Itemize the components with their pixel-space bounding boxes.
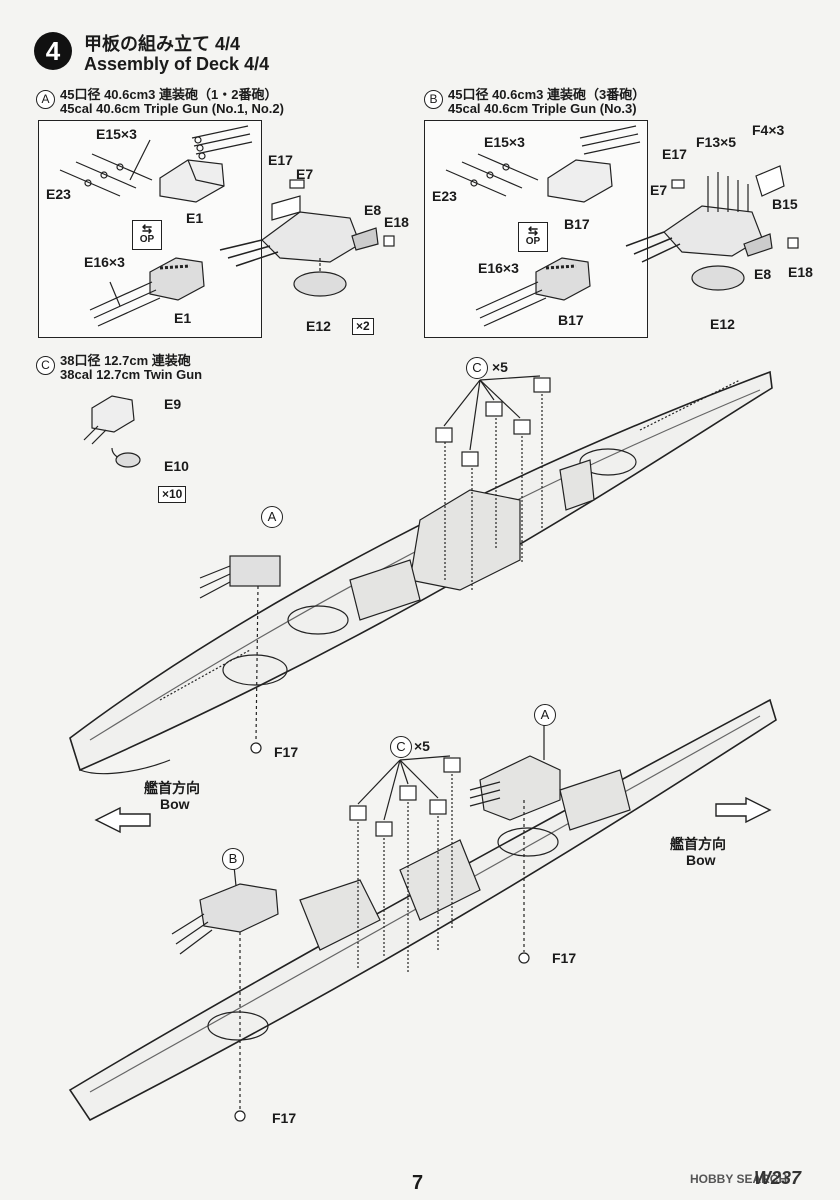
option-part-badge-a: ⇆OP xyxy=(132,220,162,250)
section-a-title-en: 45cal 40.6cm Triple Gun (No.1, No.2) xyxy=(60,101,284,116)
lower-callout-c-qty: ×5 xyxy=(414,738,430,754)
section-b-assembled-turret-drawing xyxy=(625,165,799,291)
swap-icon: ⇆ xyxy=(141,222,153,236)
upper-callout-a: A xyxy=(261,506,283,528)
section-c-twin-gun-drawing xyxy=(83,395,141,468)
label-b-b17-bottom: B17 xyxy=(558,312,584,328)
lower-bow-label-jp: 艦首方向 xyxy=(670,836,726,852)
step-title-en: Assembly of Deck 4/4 xyxy=(84,54,270,74)
label-a-e23: E23 xyxy=(46,186,71,202)
label-b-e17: E17 xyxy=(662,146,687,162)
label-b-e23: E23 xyxy=(432,188,457,204)
label-a-e1-top: E1 xyxy=(186,210,204,226)
upper-callout-c: C xyxy=(466,357,488,379)
qty-c: ×10 xyxy=(158,486,187,503)
section-b-turret-b17-top-drawing xyxy=(547,125,641,203)
section-b-turret-b17-bottom-drawing xyxy=(475,257,591,327)
lower-ship-hull-drawing xyxy=(68,698,777,1122)
section-a-turret-e1-top-drawing xyxy=(159,125,253,203)
label-a-e1-bottom: E1 xyxy=(174,310,192,326)
section-a-assembled-turret-drawing xyxy=(219,179,395,297)
section-a-title-jp: 45口径 40.6cm3 連装砲（1・2番砲） xyxy=(60,87,278,102)
section-c-title-jp: 38口径 12.7cm 連装砲 xyxy=(60,353,191,368)
label-a-e17: E17 xyxy=(268,152,293,168)
label-b-e8: E8 xyxy=(754,266,772,282)
section-b-title-jp: 45口径 40.6cm3 連装砲（3番砲） xyxy=(448,87,646,102)
label-b-e15: E15×3 xyxy=(484,134,525,150)
label-b-f13: F13×5 xyxy=(696,134,737,150)
qty-a: ×2 xyxy=(352,318,374,335)
upper-bow-arrow xyxy=(94,806,151,834)
label-c-e9: E9 xyxy=(164,396,182,412)
lower-bow-label-en: Bow xyxy=(686,852,716,868)
section-b-marker: B xyxy=(424,90,443,109)
upper-bow-label-jp: 艦首方向 xyxy=(144,780,200,796)
section-b-barrels-drawing xyxy=(445,153,539,197)
label-b-e7: E7 xyxy=(650,182,668,198)
lower-label-f17-stern: F17 xyxy=(272,1110,297,1126)
section-c-title-en: 38cal 12.7cm Twin Gun xyxy=(60,367,203,382)
label-b-e16: E16×3 xyxy=(478,260,519,276)
label-c-e10: E10 xyxy=(164,458,189,474)
lower-label-f17-mid: F17 xyxy=(552,950,577,966)
section-c-marker: C xyxy=(36,356,55,375)
label-a-e12: E12 xyxy=(306,318,331,334)
label-b-b17-top: B17 xyxy=(564,216,590,232)
lower-bow-arrow xyxy=(715,796,772,824)
upper-bow-label-en: Bow xyxy=(160,796,190,812)
label-b-f4: F4×3 xyxy=(752,122,785,138)
page-number: 7 xyxy=(412,1172,424,1194)
step-number-badge: 4 xyxy=(34,32,72,70)
section-a-turret-e1-bottom-drawing xyxy=(89,257,205,327)
lower-callout-b: B xyxy=(222,848,244,870)
label-a-e8: E8 xyxy=(364,202,382,218)
lower-callout-c: C xyxy=(390,736,412,758)
step-title-jp: 甲板の組み立て 4/4 xyxy=(84,34,241,54)
section-a-marker: A xyxy=(36,90,55,109)
label-b-b15: B15 xyxy=(772,196,798,212)
section-b-title-en: 45cal 40.6cm Triple Gun (No.3) xyxy=(448,101,637,116)
watermark: HOBBY SEARCH xyxy=(690,1172,788,1186)
label-a-e18: E18 xyxy=(384,214,409,230)
label-a-e16: E16×3 xyxy=(84,254,125,270)
label-b-e18: E18 xyxy=(788,264,813,280)
lower-callout-a: A xyxy=(534,704,556,726)
upper-callout-c-qty: ×5 xyxy=(492,359,508,375)
swap-icon: ⇆ xyxy=(527,224,539,238)
product-code: W237 xyxy=(754,1168,802,1188)
label-a-e7: E7 xyxy=(296,166,314,182)
label-b-e12: E12 xyxy=(710,316,735,332)
section-a-barrels-drawing xyxy=(59,139,153,197)
option-part-badge-b: ⇆OP xyxy=(518,222,548,252)
label-a-e15: E15×3 xyxy=(96,126,137,142)
upper-ship-hull-drawing xyxy=(69,370,773,775)
upper-label-f17: F17 xyxy=(274,744,299,760)
